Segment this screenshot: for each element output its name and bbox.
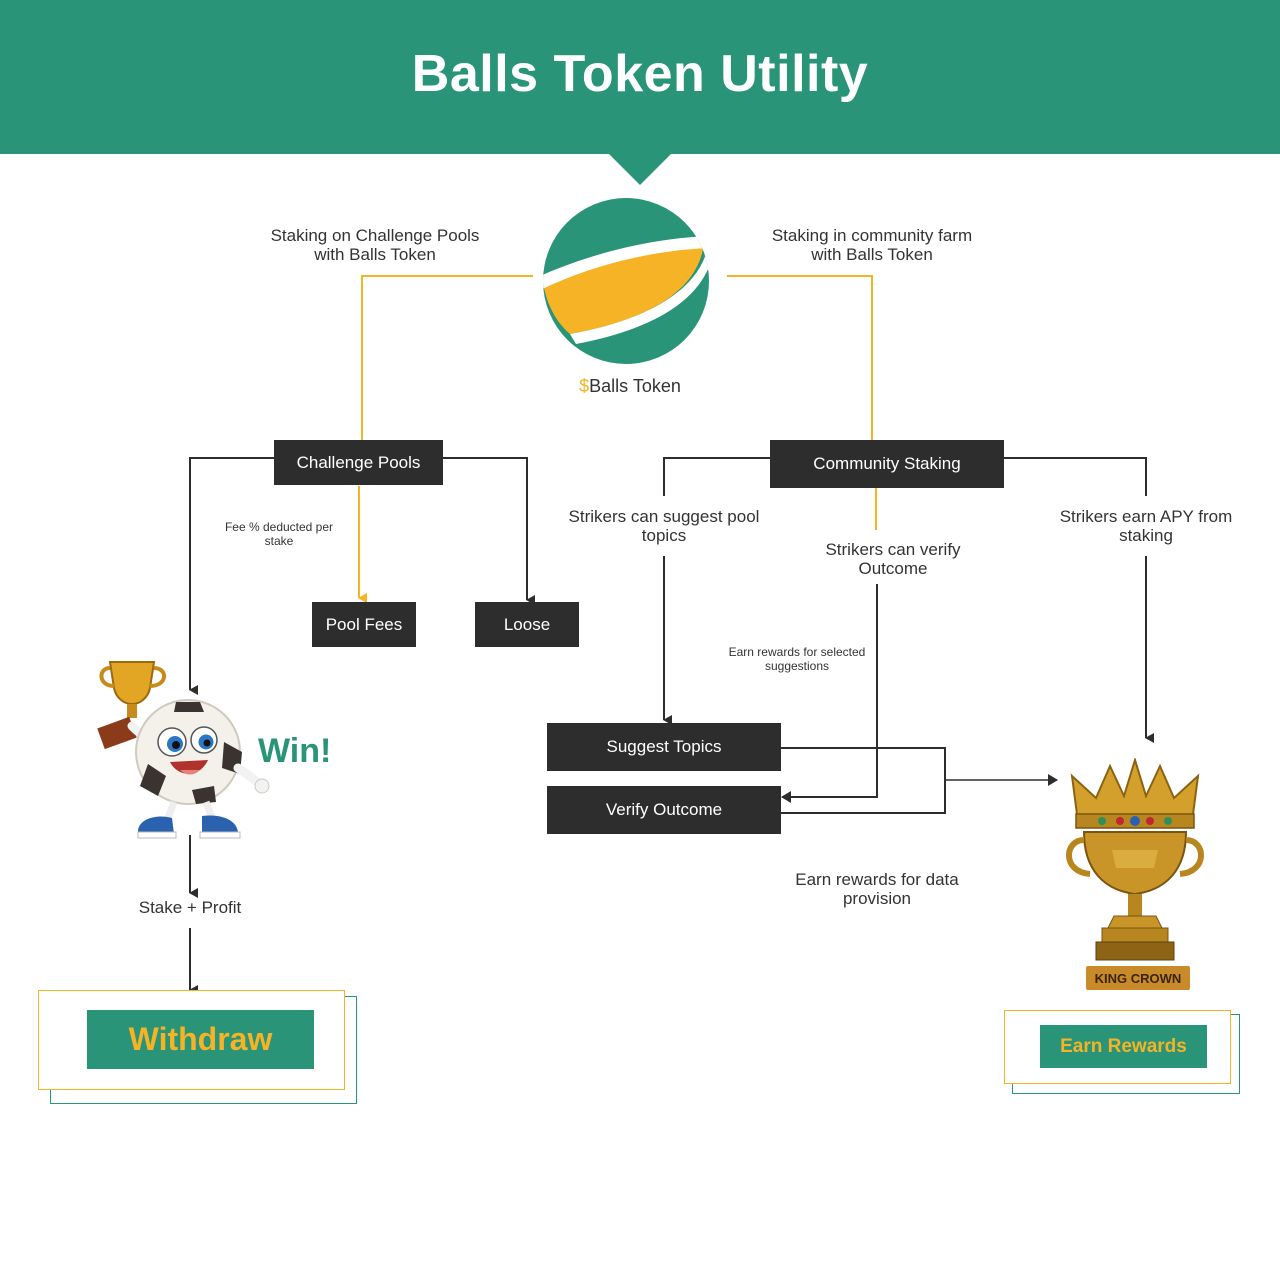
label-stake-profit: Stake + Profit (110, 898, 270, 917)
label-suggest-topics-note: Strikers can suggest pool topics (568, 507, 760, 545)
box-loose: Loose (475, 602, 579, 647)
label-staking-challenge: Staking on Challenge Pools with Balls To… (270, 226, 480, 264)
king-crown-trophy-icon (1066, 758, 1204, 961)
token-dollar: $ (579, 376, 590, 396)
token-label: $Balls Token (560, 376, 700, 397)
connector-community-right (1004, 457, 1147, 496)
connector-challenge-loose (443, 457, 535, 605)
connector-community-left (663, 457, 770, 496)
header-pointer (608, 153, 672, 185)
connector-boxes-merge (781, 747, 946, 814)
connector-challenge-mascot (189, 457, 274, 695)
label-earn-apy: Strikers earn APY from staking (1059, 507, 1233, 545)
label-earn-data: Earn rewards for data provision (795, 870, 959, 908)
box-verify-outcome: Verify Outcome (547, 786, 781, 834)
label-staking-community: Staking in community farm with Balls Tok… (771, 226, 973, 264)
connector-token-challenge (361, 275, 533, 440)
box-pool-fees: Pool Fees (312, 602, 416, 647)
win-label: Win! (258, 732, 332, 770)
label-fee-deducted: Fee % deducted per stake (224, 520, 334, 548)
box-community-staking: Community Staking (770, 440, 1004, 488)
label-earn-selected: Earn rewards for selected suggestions (728, 645, 866, 673)
withdraw-button[interactable]: Withdraw (87, 1010, 314, 1069)
header-banner (0, 0, 1280, 154)
connector-token-community (727, 275, 873, 440)
crown-plate: KING CROWN (1086, 966, 1190, 990)
soccer-ball-mascot-trophy-icon (97, 661, 270, 839)
box-challenge-pools: Challenge Pools (274, 440, 443, 485)
earn-rewards-button[interactable]: Earn Rewards (1040, 1025, 1207, 1068)
token-name: Balls Token (589, 376, 681, 396)
box-suggest-topics: Suggest Topics (547, 723, 781, 771)
page-title: Balls Token Utility (411, 45, 869, 103)
connector-verify-note-box (781, 584, 878, 803)
balls-token-logo-icon (543, 198, 709, 364)
label-verify-outcome-note: Strikers can verify Outcome (825, 540, 961, 578)
